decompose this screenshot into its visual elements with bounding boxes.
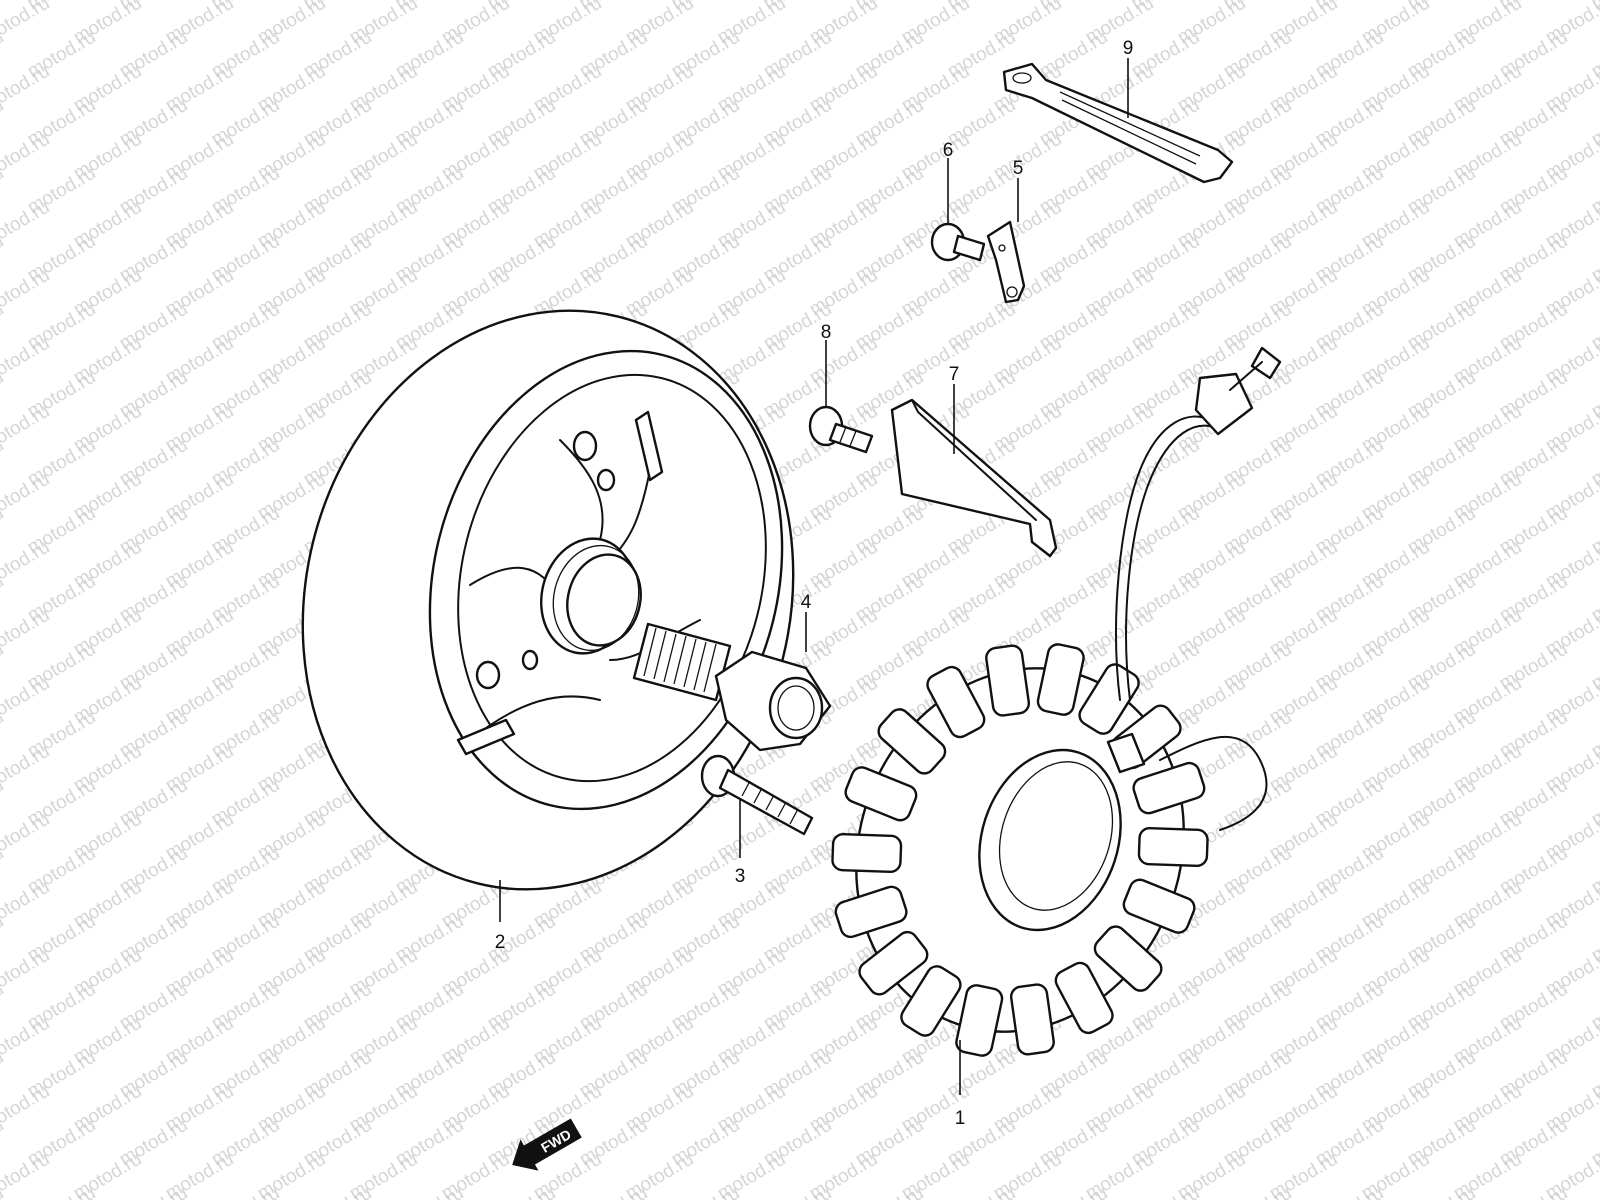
callout-1: 1 xyxy=(955,1108,966,1129)
watermark-text: motod.ru xyxy=(0,129,53,185)
callout-6: 6 xyxy=(943,140,954,161)
cover-plate xyxy=(890,398,1058,558)
watermark-text: motod.ru xyxy=(24,1183,99,1200)
watermark-text: motod.ru xyxy=(0,945,53,1001)
callout-3: 3 xyxy=(735,866,746,887)
watermark-text: motod.ru xyxy=(0,0,53,48)
watermark-text: motod.ru xyxy=(1404,1183,1479,1200)
stator-pole xyxy=(877,708,947,775)
watermark-text: motod.ru xyxy=(0,265,53,321)
leader-lines xyxy=(499,58,1129,1095)
watermark-text: motod.ru xyxy=(0,537,53,593)
callout-7: 7 xyxy=(949,364,960,385)
stator-pole xyxy=(1093,925,1163,992)
watermark-text: motod.ru xyxy=(760,1183,835,1200)
stator-pole xyxy=(1122,878,1196,934)
watermark-text: motod.ru xyxy=(1312,1183,1387,1200)
small-bracket xyxy=(986,220,1026,304)
strap-stay xyxy=(1002,62,1234,184)
watermark-text: motod.ru xyxy=(0,605,53,661)
watermark-text: motod.ru xyxy=(0,1081,53,1137)
watermark-text: motod.ru xyxy=(392,1183,467,1200)
watermark-text: motod.ru xyxy=(944,1183,1019,1200)
watermark-text: motod.ru xyxy=(0,877,53,933)
stator-pole xyxy=(1137,826,1209,868)
watermark-text: motod.ru xyxy=(576,1183,651,1200)
stator-assembly xyxy=(831,346,1282,1057)
callout-9: 9 xyxy=(1123,38,1134,59)
stator-pole xyxy=(1054,961,1114,1035)
small-bolt xyxy=(930,222,986,262)
watermark-text: motod.ru xyxy=(0,0,7,14)
stator-pole xyxy=(844,766,918,822)
watermark-text: motod.ru xyxy=(300,1183,375,1200)
callout-4: 4 xyxy=(801,592,812,613)
short-bolt xyxy=(808,405,874,454)
watermark-text: motod.ru xyxy=(208,1183,283,1200)
callout-5: 5 xyxy=(1013,158,1024,179)
watermark-text: motod.ru xyxy=(668,1183,743,1200)
watermark-text: motod.ru xyxy=(1036,1183,1111,1200)
watermark-text: motod.ru xyxy=(1588,1183,1600,1200)
watermark-text: motod.ru xyxy=(0,61,53,117)
stator-pole xyxy=(1132,761,1206,815)
stator-pole xyxy=(1036,643,1085,716)
stator-pole xyxy=(831,832,903,874)
callout-8: 8 xyxy=(821,322,832,343)
callout-2: 2 xyxy=(495,932,506,953)
long-bolt xyxy=(700,754,814,836)
watermark-text: motod.ru xyxy=(0,673,53,729)
watermark-text: motod.ru xyxy=(0,469,53,525)
watermark-text: motod.ru xyxy=(852,1183,927,1200)
watermark-text: motod.ru xyxy=(0,741,53,797)
stator-pole xyxy=(900,965,962,1037)
watermark-text: motod.ru xyxy=(0,197,53,253)
watermark-text: motod.ru xyxy=(0,1013,53,1069)
watermark-text: motod.ru xyxy=(1128,1183,1203,1200)
stator-pole xyxy=(858,930,929,996)
watermark-text: motod.ru xyxy=(484,1183,559,1200)
watermark-text: motod.ru xyxy=(0,809,53,865)
watermark-text: motod.ru xyxy=(1496,1183,1571,1200)
stator-pole xyxy=(955,984,1004,1057)
stator-pole xyxy=(926,665,986,739)
watermark-text: motod.ru xyxy=(0,401,53,457)
stator-pole xyxy=(1009,983,1055,1056)
stator-pole xyxy=(834,885,908,939)
rotor-bolt-and-nut xyxy=(632,622,832,752)
watermark-text: motod.ru xyxy=(1220,1183,1295,1200)
watermark-text: motod.ru xyxy=(0,333,53,389)
watermark-text: motod.ru xyxy=(116,1183,191,1200)
stator-pole xyxy=(985,644,1031,717)
